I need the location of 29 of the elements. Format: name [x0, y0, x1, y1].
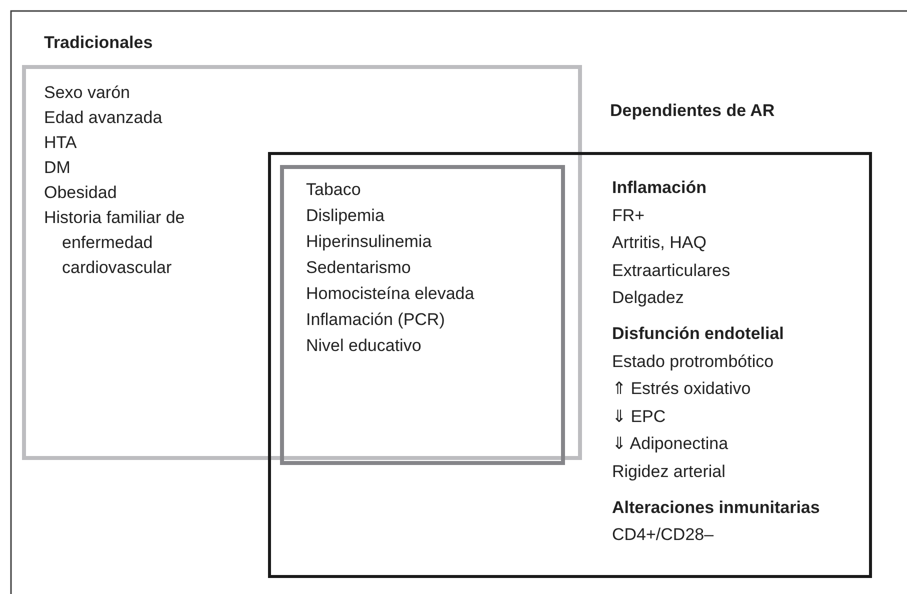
risk-factor-text: Historia familiar de enfermedad cardiovascular	[44, 207, 186, 279]
risk-factor-text: Delgadez	[612, 287, 684, 310]
risk-factor-text: CD4+/CD28–	[612, 524, 714, 546]
risk-factor-text: Extraarticulares	[612, 260, 730, 282]
risk-factor-text: Obesidad	[44, 182, 117, 204]
risk-factor-text: Estado protrombótico	[612, 350, 774, 373]
risk-factor-text: DM	[44, 157, 70, 179]
risk-factor-text: Dislipemia	[306, 205, 384, 227]
risk-factor-text: FR+	[612, 204, 645, 227]
risk-factor-text: Inflamación (PCR)	[306, 309, 445, 331]
risk-factor-text: ⇑ Estrés oxidativo	[612, 378, 751, 400]
risk-factor-text: Sexo varón	[44, 82, 130, 104]
risk-factor-text: Tabaco	[306, 179, 361, 201]
group-heading: Disfunción endotelial	[612, 323, 784, 345]
risk-factor-text: ⇓ Adiponectina	[612, 433, 728, 456]
group-heading: Alteraciones inmunitarias	[612, 496, 820, 519]
risk-factor-text: Hiperinsulinemia	[306, 231, 432, 253]
risk-factor-text: Nivel educativo	[306, 335, 422, 357]
risk-factor-text: Sedentarismo	[306, 257, 411, 279]
risk-factor-text: ⇓ EPC	[612, 406, 666, 428]
group-heading: Dependientes de AR	[610, 100, 775, 122]
risk-factor-text: Homocisteína elevada	[306, 283, 474, 305]
shared-factors-box	[280, 165, 565, 465]
group-heading: Inflamación	[612, 177, 706, 199]
risk-factor-text: Edad avanzada	[44, 107, 162, 129]
risk-factor-text: Rigidez arterial	[612, 461, 726, 483]
risk-factor-text: HTA	[44, 132, 77, 154]
risk-factor-text: Artritis, HAQ	[612, 232, 706, 254]
group-heading: Tradicionales	[44, 32, 153, 54]
